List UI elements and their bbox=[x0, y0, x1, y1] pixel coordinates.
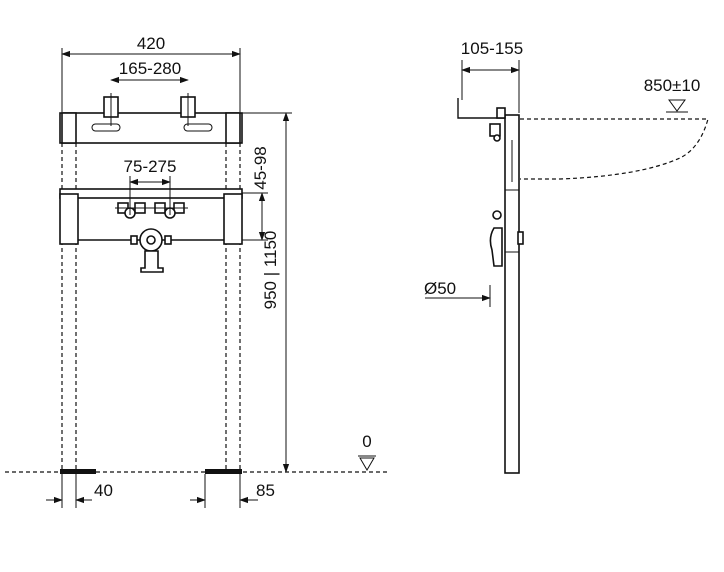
width-label: 420 bbox=[137, 34, 165, 53]
depth-label: 105-155 bbox=[461, 39, 523, 58]
side-block-left bbox=[59, 193, 79, 245]
basin-height-marker-icon bbox=[668, 99, 686, 112]
waste-pipe-label: Ø50 bbox=[424, 279, 456, 298]
floor-level-label: 0 bbox=[362, 432, 371, 451]
floor-level-marker-icon bbox=[359, 457, 375, 471]
offset-label: 45-98 bbox=[251, 146, 270, 189]
middle-crossbar bbox=[59, 188, 243, 199]
waste-connection bbox=[130, 228, 172, 273]
front-view: 420 165-280 75-275 45-98 950 | 1150 0 40 bbox=[5, 34, 390, 508]
foot-width-label: 40 bbox=[94, 481, 113, 500]
side-block-right bbox=[223, 193, 243, 245]
side-post bbox=[504, 114, 520, 474]
tap-spacing-label: 165-280 bbox=[119, 59, 181, 78]
trap-spacing-label: 75-275 bbox=[124, 157, 177, 176]
top-crossbar bbox=[59, 112, 243, 144]
foot-right bbox=[205, 469, 242, 474]
height-label: 950 | 1150 bbox=[261, 231, 280, 310]
top-crossbar-left-cap bbox=[61, 112, 77, 144]
basin-outline bbox=[520, 118, 709, 180]
tap-slot-left bbox=[91, 123, 121, 132]
foot-offset-label: 85 bbox=[256, 481, 275, 500]
side-tap-bracket bbox=[457, 98, 505, 119]
side-trap bbox=[489, 227, 503, 267]
top-crossbar-right-cap bbox=[225, 112, 241, 144]
water-fittings bbox=[115, 202, 188, 219]
basin-height-label: 850±10 bbox=[644, 76, 701, 95]
foot-left bbox=[60, 469, 96, 474]
side-view: 105-155 850±10 Ø50 bbox=[424, 39, 709, 474]
tap-slot-right bbox=[183, 123, 213, 132]
